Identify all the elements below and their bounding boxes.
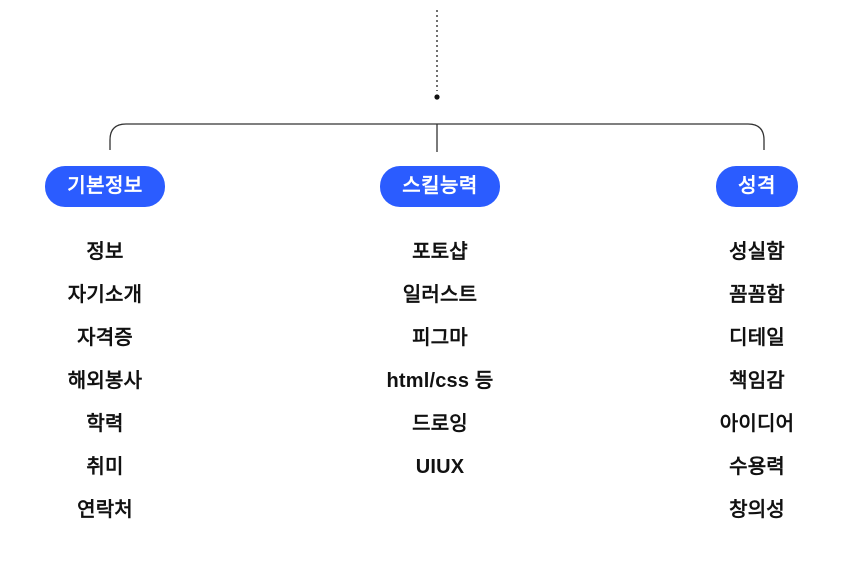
list-item: 일러스트 <box>402 284 478 306</box>
list-item: 디테일 <box>729 327 785 349</box>
list-item: 자격증 <box>77 327 133 349</box>
personality-item-list: 성실함 꼼꼼함 디테일 책임감 아이디어 수용력 창의성 <box>667 231 847 532</box>
list-item: UIUX <box>415 456 465 478</box>
stem-end-dot <box>434 94 440 100</box>
list-item: 성실함 <box>729 241 785 263</box>
list-item: 학력 <box>86 413 124 435</box>
list-item: 취미 <box>86 456 124 478</box>
list-item: 자기소개 <box>67 284 143 306</box>
list-item: 드로잉 <box>412 413 468 435</box>
list-item: 창의성 <box>729 499 785 521</box>
list-item: 아이디어 <box>719 413 795 435</box>
list-item: 포토샵 <box>412 241 468 263</box>
category-pill-personality: 성격 <box>716 166 798 207</box>
bracket-connector <box>109 123 765 150</box>
category-pill-skills: 스킬능력 <box>380 166 500 207</box>
column-personality: 성격 성실함 꼼꼼함 디테일 책임감 아이디어 수용력 창의성 <box>667 166 847 532</box>
column-basic-info: 기본정보 정보 자기소개 자격증 해외봉사 학력 취미 연락처 <box>15 166 195 532</box>
list-item: 정보 <box>86 241 124 263</box>
category-pill-basic-info: 기본정보 <box>45 166 165 207</box>
list-item: 책임감 <box>729 370 785 392</box>
list-item: 수용력 <box>729 456 785 478</box>
list-item: html/css 등 <box>386 370 494 392</box>
list-item: 연락처 <box>77 499 133 521</box>
list-item: 꼼꼼함 <box>729 284 785 306</box>
basic-info-item-list: 정보 자기소개 자격증 해외봉사 학력 취미 연락처 <box>15 231 195 532</box>
list-item: 해외봉사 <box>67 370 143 392</box>
column-skills: 스킬능력 포토샵 일러스트 피그마 html/css 등 드로잉 UIUX <box>350 166 530 489</box>
list-item: 피그마 <box>412 327 468 349</box>
skills-item-list: 포토샵 일러스트 피그마 html/css 등 드로잉 UIUX <box>350 231 530 489</box>
